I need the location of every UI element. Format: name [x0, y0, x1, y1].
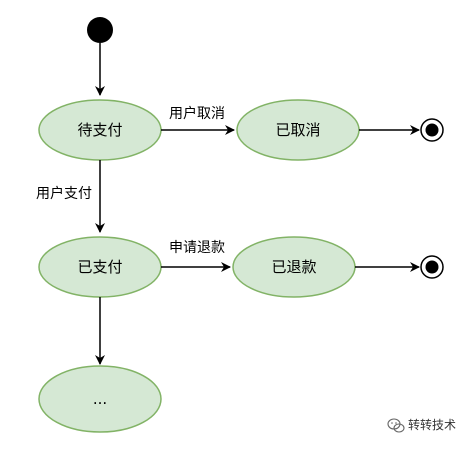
state-cancelled: 已取消	[236, 99, 360, 161]
initial-node	[87, 17, 113, 43]
state-pending-payment-label: 待支付	[77, 121, 122, 139]
watermark-text: 转转技术	[408, 417, 456, 432]
state-paid: 已支付	[38, 236, 162, 298]
state-more-label: ...	[93, 390, 107, 408]
final-node-refunded	[420, 255, 444, 279]
state-paid-label: 已支付	[77, 258, 122, 276]
edge-label-user-cancel: 用户取消	[169, 105, 225, 122]
state-cancelled-label: 已取消	[275, 121, 320, 139]
state-more: ...	[38, 365, 162, 433]
edge-label-user-pay: 用户支付	[36, 185, 92, 202]
wechat-icon	[387, 418, 405, 433]
state-pending-payment: 待支付	[38, 99, 162, 161]
state-refunded-label: 已退款	[271, 258, 316, 276]
final-node-cancelled	[420, 118, 444, 142]
edge-label-apply-refund: 申请退款	[169, 240, 225, 256]
watermark: 转转技术	[387, 417, 456, 433]
state-refunded: 已退款	[232, 236, 356, 298]
